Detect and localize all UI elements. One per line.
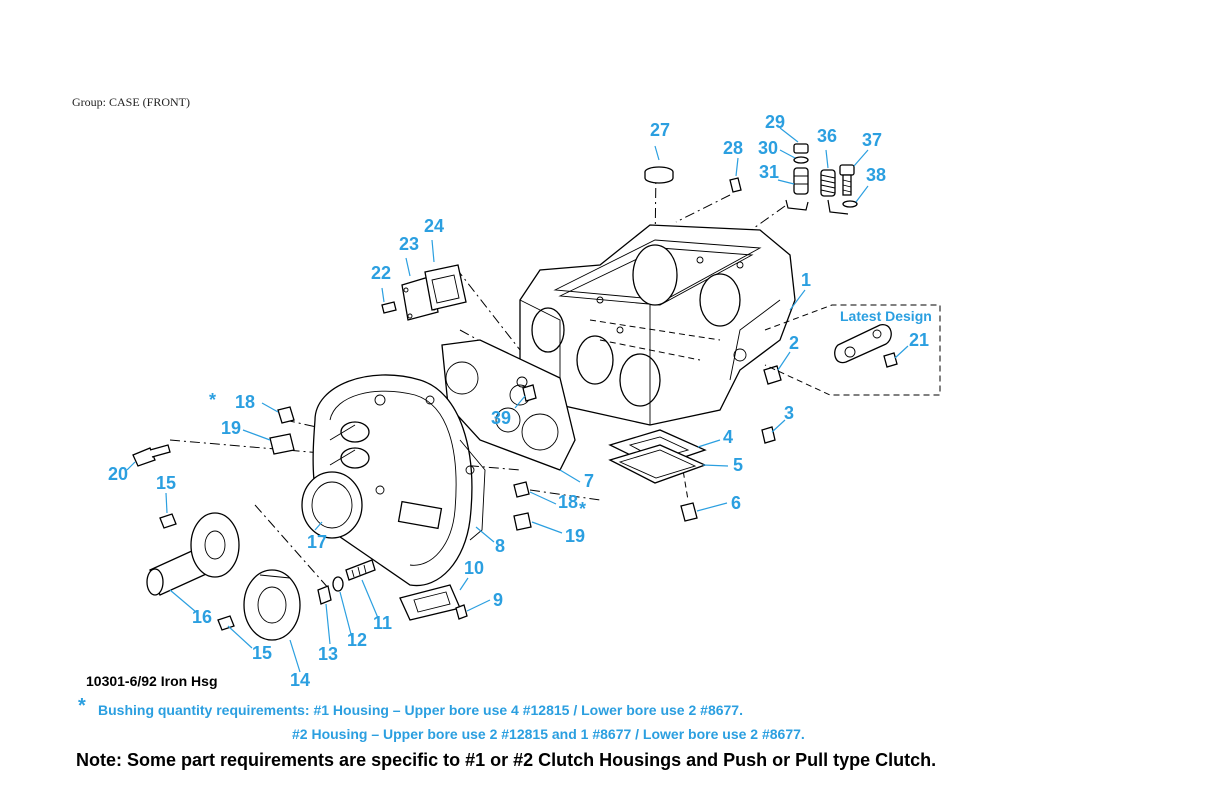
callout-38: 38 [866, 165, 886, 185]
callout-6: 6 [731, 493, 741, 513]
callout-10: 10 [464, 558, 484, 578]
part-6-plug [680, 502, 698, 522]
part-36-spring [820, 169, 836, 197]
callout-30: 30 [758, 138, 778, 158]
callout-39: 39 [491, 408, 511, 428]
part-30-washer [793, 156, 809, 164]
part-13-nut [317, 585, 332, 605]
figure-id: 10301-6/92 Iron Hsg [86, 673, 218, 689]
part-28-dowel [729, 177, 742, 193]
callout-15-lower: 15 [252, 643, 272, 663]
callout-27: 27 [650, 120, 670, 140]
part-38-washer [842, 200, 858, 208]
latest-design-inset [764, 304, 941, 396]
callout-3: 3 [784, 403, 794, 423]
bushing-note-line2: #2 Housing – Upper bore use 2 #12815 and… [292, 726, 805, 742]
callout-16: 16 [192, 607, 212, 627]
callout-14: 14 [290, 670, 310, 690]
callout-9: 9 [493, 590, 503, 610]
asterisk-lower: * [579, 499, 586, 519]
part-19-bushing-lower [513, 512, 532, 531]
leader-lines [126, 127, 909, 673]
part-12-washer [332, 576, 344, 592]
part-22-bolt [381, 301, 397, 314]
callout-37: 37 [862, 130, 882, 150]
note-asterisk: * [78, 695, 86, 717]
callout-5: 5 [733, 455, 743, 475]
part-15-bolt-upper [159, 513, 177, 529]
callout-21: 21 [909, 330, 929, 350]
part-29-nut [793, 143, 809, 154]
callout-36: 36 [817, 126, 837, 146]
part-27-plug [644, 166, 674, 184]
callout-15-upper: 15 [156, 473, 176, 493]
asterisk-upper: * [209, 390, 216, 410]
part-39-insert [522, 384, 537, 402]
callout-7: 7 [584, 471, 594, 491]
part-20-bolt [132, 444, 171, 467]
callout-17: 17 [307, 532, 327, 552]
part-31-stud [793, 167, 809, 195]
group-title: Group: CASE (FRONT) [72, 95, 191, 109]
callout-29: 29 [765, 112, 785, 132]
part-1-case [519, 224, 796, 426]
part-19-bushing-upper [269, 433, 295, 455]
part-18-bushing-upper [277, 406, 295, 424]
main-note: Note: Some part requirements are specifi… [76, 750, 937, 770]
bushing-note-line1: Bushing quantity requirements: #1 Housin… [98, 702, 743, 718]
callout-28: 28 [723, 138, 743, 158]
part-2-plug [763, 365, 782, 385]
callout-4: 4 [723, 427, 733, 447]
callout-18-lower: 18 [558, 492, 578, 512]
part-3-plug [761, 426, 776, 444]
part-14-flange [243, 569, 301, 641]
part-10-cover [399, 584, 461, 621]
part-37-bolt [839, 164, 855, 196]
part-17-seal [301, 471, 363, 539]
part-8-clutch-housing [312, 374, 486, 587]
part-18-bushing-lower [513, 481, 530, 498]
callout-1: 1 [801, 270, 811, 290]
callout-11: 11 [373, 613, 392, 633]
part-15-bolt-lower [217, 615, 235, 631]
part-16-bearing-retainer [146, 512, 240, 596]
callout-31: 31 [759, 162, 779, 182]
callout-24: 24 [424, 216, 444, 236]
callout-8: 8 [495, 536, 505, 556]
callout-2: 2 [789, 333, 799, 353]
part-9-bolt [455, 604, 468, 620]
callout-labels: 27 29 30 28 36 37 31 38 24 23 22 1 2 21 … [108, 112, 932, 690]
callout-18-upper: 18 [235, 392, 255, 412]
callout-19-upper: 19 [221, 418, 241, 438]
callout-19-lower: 19 [565, 526, 585, 546]
callout-20: 20 [108, 464, 128, 484]
part-24-cover [424, 264, 467, 311]
callout-23: 23 [399, 234, 419, 254]
callout-22: 22 [371, 263, 391, 283]
latest-design-label: Latest Design [840, 308, 932, 324]
part-11-stud [345, 559, 376, 581]
callout-12: 12 [347, 630, 367, 650]
callout-13: 13 [318, 644, 338, 664]
